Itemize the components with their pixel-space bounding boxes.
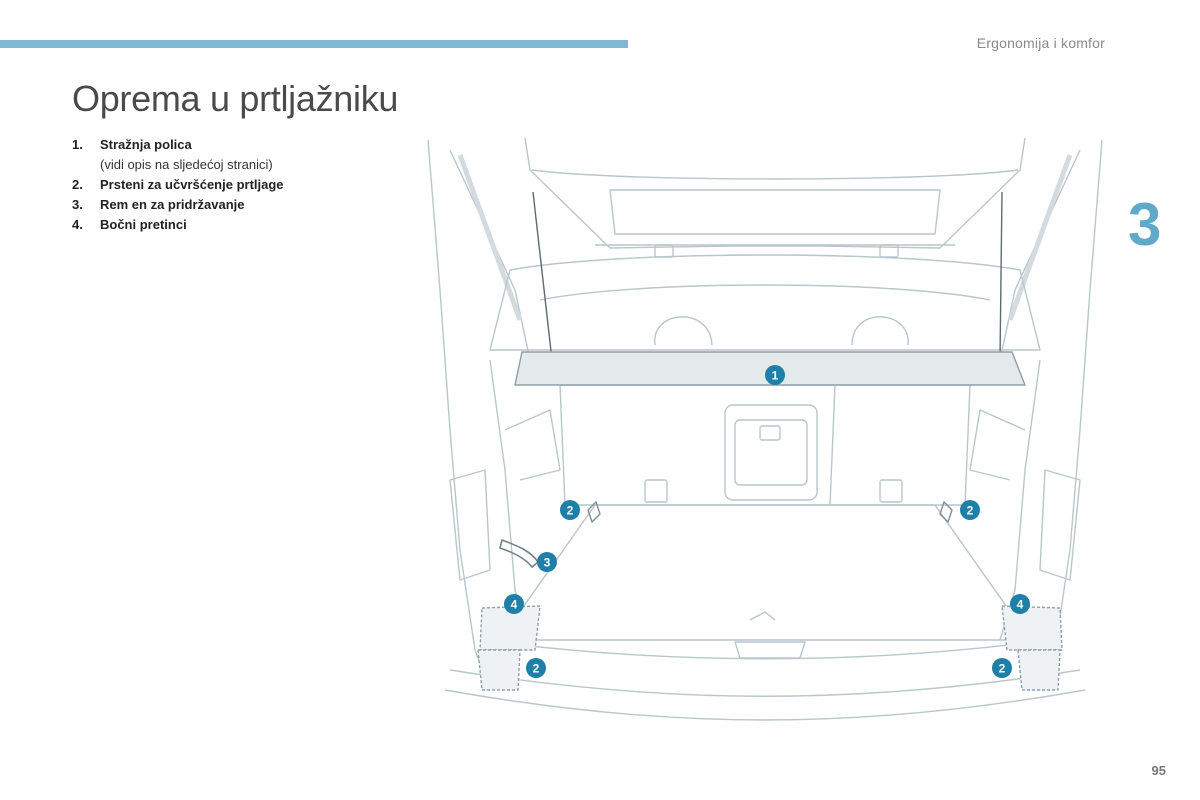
svg-text:4: 4	[1017, 598, 1024, 612]
callout-1: 1	[765, 365, 785, 385]
section-header: Ergonomija i komfor	[976, 35, 1105, 51]
item-number: 3.	[72, 197, 83, 212]
callout-2: 2	[960, 500, 980, 520]
items-list: 1. Stražnja polica (vidi opis na sljedeć…	[72, 135, 372, 235]
trunk-illustration: 1 2 2 3 4 4 2 2	[427, 137, 1103, 721]
item-number: 2.	[72, 177, 83, 192]
item-number: 1.	[72, 137, 83, 152]
side-compartment-right	[1001, 605, 1063, 651]
callout-2: 2	[992, 658, 1012, 678]
list-item: 2. Prsteni za učvršćenje prtljage	[72, 175, 372, 195]
callout-4: 4	[504, 594, 524, 614]
list-item: 4. Bočni pretinci	[72, 215, 372, 235]
list-item: 3. Rem en za pridržavanje	[72, 195, 372, 215]
item-label: Bočni pretinci	[100, 217, 187, 232]
item-sub-label: (vidi opis na sljedećoj stranici)	[100, 157, 273, 172]
svg-text:2: 2	[967, 504, 974, 518]
tailgate-outline	[524, 137, 1026, 249]
svg-text:3: 3	[544, 556, 551, 570]
tie-down-ring-left	[587, 501, 601, 523]
chapter-number: 3	[1128, 191, 1162, 258]
body-outline	[427, 139, 491, 691]
tie-down-ring-right	[939, 501, 953, 523]
item-label: Prsteni za učvršćenje prtljage	[100, 177, 284, 192]
callout-2: 2	[526, 658, 546, 678]
item-label: Rem en za pridržavanje	[100, 197, 245, 212]
callout-2: 2	[560, 500, 580, 520]
svg-text:2: 2	[533, 662, 540, 676]
retaining-strap	[499, 539, 539, 568]
list-item: 1. Stražnja polica (vidi opis na sljedeć…	[72, 135, 372, 175]
item-number: 4.	[72, 217, 83, 232]
svg-text:2: 2	[999, 662, 1006, 676]
item-label: Stražnja polica	[100, 137, 192, 152]
callout-4: 4	[1010, 594, 1030, 614]
page-title: Oprema u prtljažniku	[72, 78, 399, 119]
page-number: 95	[1151, 763, 1166, 778]
side-compartment-left	[479, 605, 541, 651]
header-accent-bar	[0, 40, 628, 48]
svg-text:2: 2	[567, 504, 574, 518]
svg-text:1: 1	[772, 369, 779, 383]
svg-text:4: 4	[511, 598, 518, 612]
callout-3: 3	[537, 552, 557, 572]
item-text: Stražnja polica (vidi opis na sljedećoj …	[100, 135, 273, 175]
